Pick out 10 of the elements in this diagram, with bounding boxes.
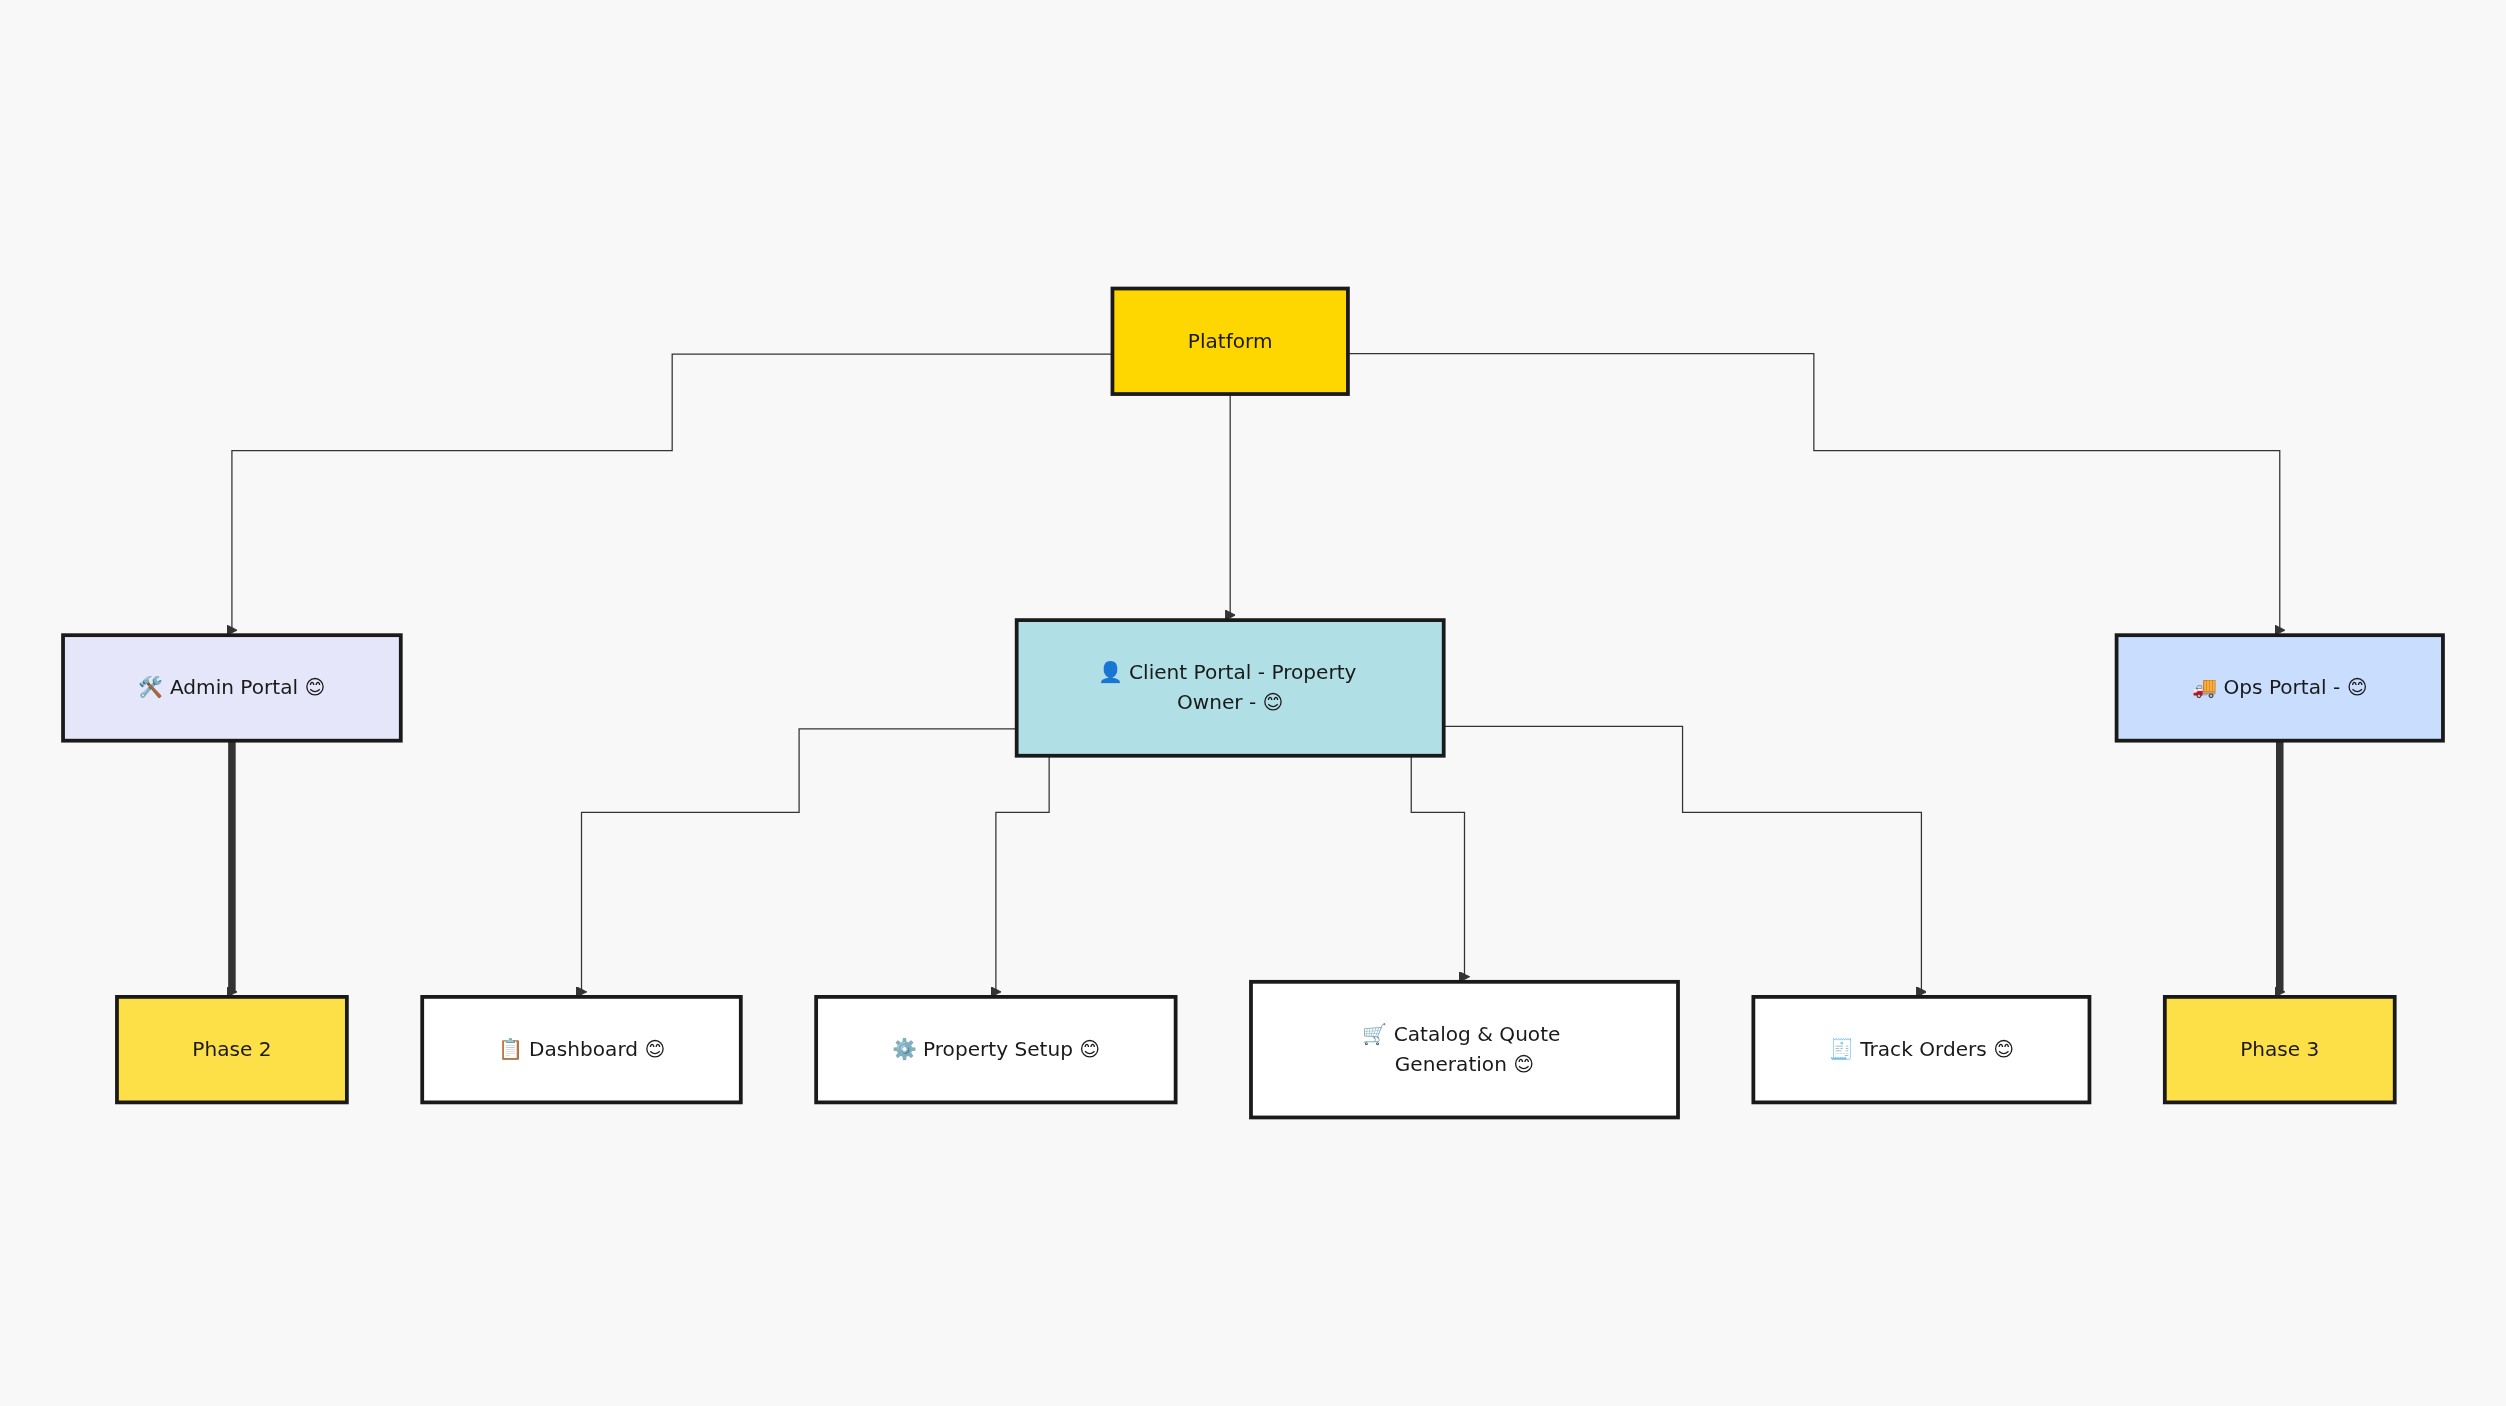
node-box: 🚚 Ops Portal - 😊	[2114, 633, 2445, 743]
node-box: 🧾 Track Orders 😊	[1751, 995, 2092, 1105]
node-box: ⚙ Property Setup 😊	[814, 995, 1178, 1105]
node-box: 🛠 Admin Portal 😊	[61, 633, 403, 743]
node-box: Phase 2	[115, 995, 349, 1105]
node-box: 📋 Dashboard 😊	[420, 995, 743, 1105]
node-box: Phase 3	[2162, 995, 2397, 1105]
node-box: Platform	[1110, 286, 1350, 396]
node-box: 🛒 Catalog & Quote Generation 😊	[1249, 979, 1680, 1120]
node-box: 👤 Client Portal - Property Owner - 😊	[1014, 618, 1446, 758]
